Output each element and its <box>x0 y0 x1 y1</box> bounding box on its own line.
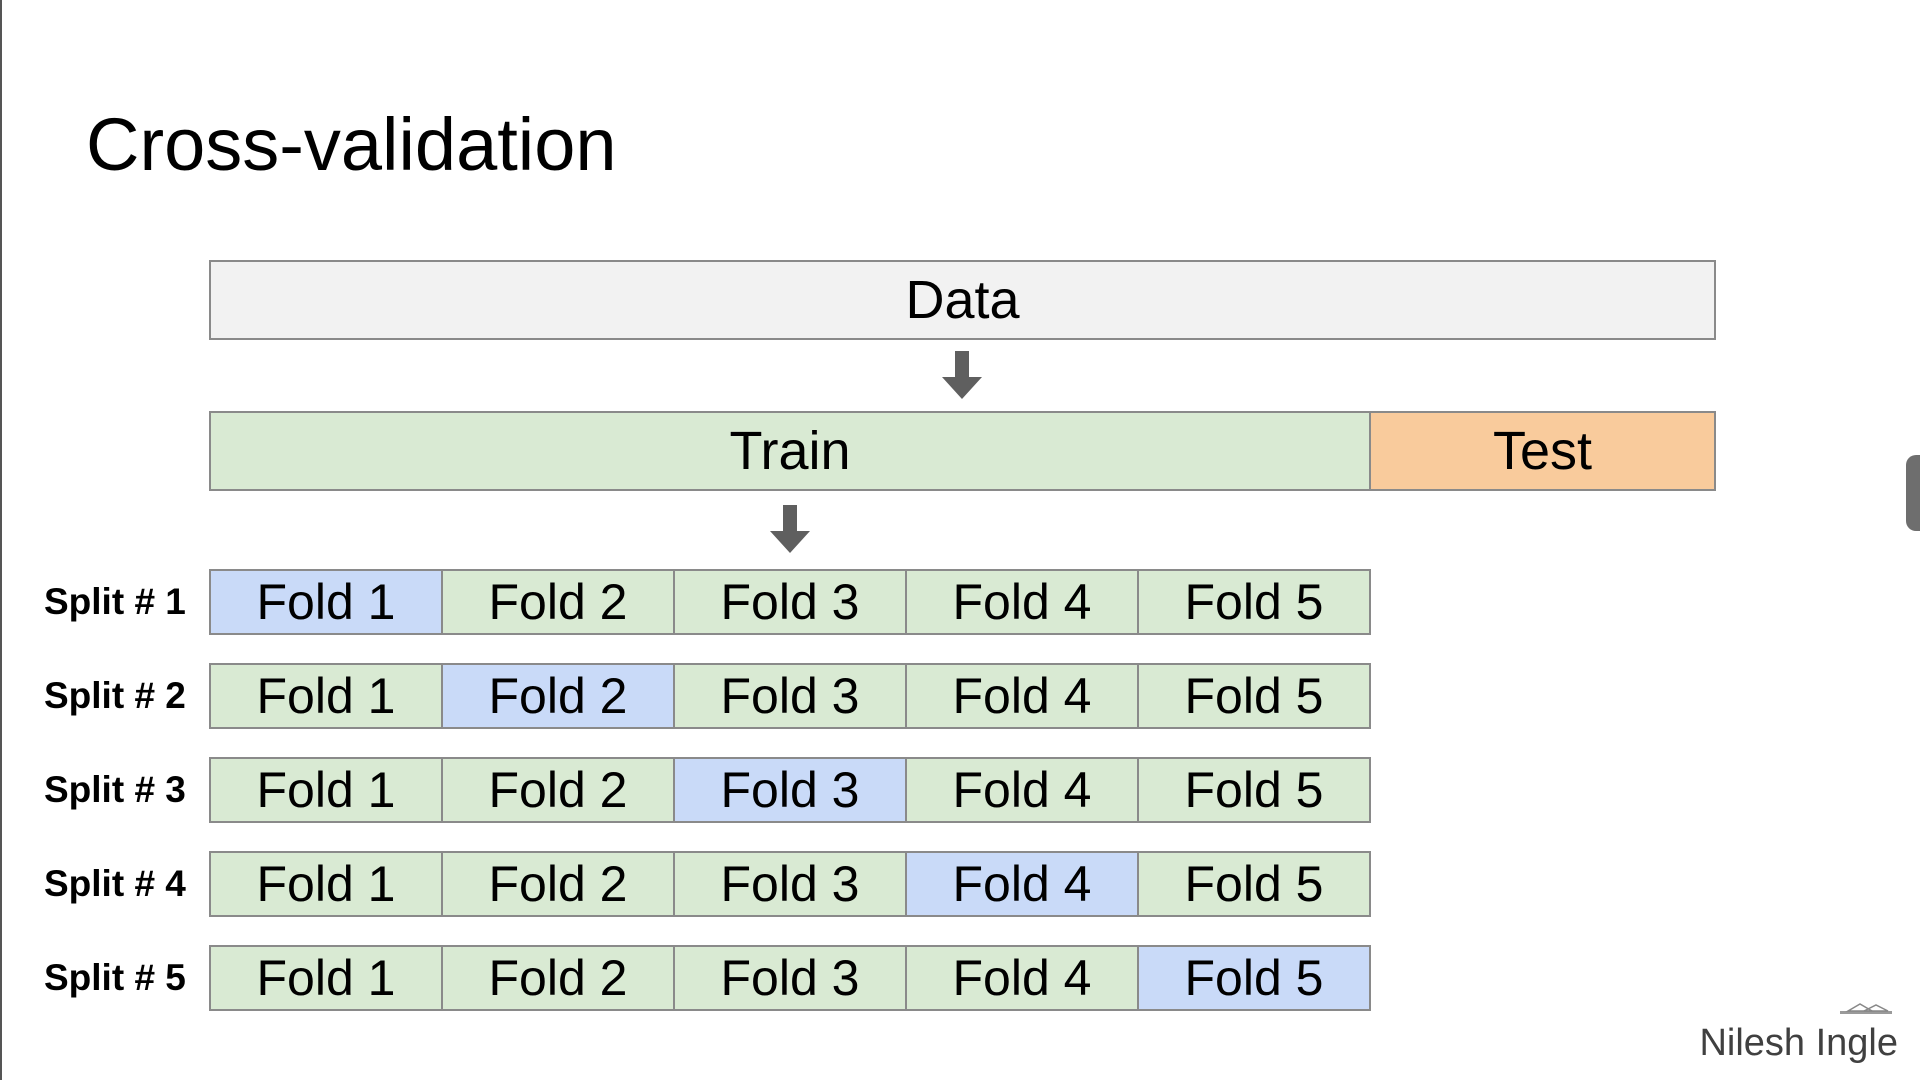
training-fold-cell: Fold 1 <box>209 945 443 1011</box>
validation-fold-cell: Fold 2 <box>441 663 675 729</box>
arrow-shape <box>770 505 810 553</box>
split-label: Split # 1 <box>44 581 186 622</box>
training-fold-cell: Fold 5 <box>1137 851 1371 917</box>
split-label: Split # 3 <box>44 769 186 810</box>
training-fold-cell: Fold 5 <box>1137 757 1371 823</box>
split-label: Split # 5 <box>44 957 186 998</box>
training-fold-cell: Fold 1 <box>209 851 443 917</box>
training-fold-cell: Fold 1 <box>209 663 443 729</box>
arrow-shape <box>942 351 982 399</box>
split-label: Split # 4 <box>44 863 186 904</box>
validation-fold-cell: Fold 4 <box>905 851 1139 917</box>
validation-fold-cell: Fold 1 <box>209 569 443 635</box>
training-fold-cell: Fold 2 <box>441 757 675 823</box>
training-fold-cell: Fold 4 <box>905 569 1139 635</box>
training-fold-cell: Fold 1 <box>209 757 443 823</box>
side-panel-handle[interactable] <box>1906 455 1920 531</box>
split-label: Split # 2 <box>44 675 186 716</box>
down-arrow-icon <box>770 505 810 553</box>
training-fold-cell: Fold 3 <box>673 945 907 1011</box>
training-fold-cell: Fold 4 <box>905 757 1139 823</box>
training-fold-cell: Fold 5 <box>1137 663 1371 729</box>
down-arrow-icon <box>942 351 982 399</box>
training-fold-cell: Fold 5 <box>1137 569 1371 635</box>
slide-title: Cross-validation <box>86 103 617 186</box>
author-watermark: Nilesh Ingle <box>1699 1022 1898 1064</box>
validation-fold-cell: Fold 5 <box>1137 945 1371 1011</box>
data-box: Data <box>209 260 1716 340</box>
training-fold-cell: Fold 4 <box>905 663 1139 729</box>
training-fold-cell: Fold 3 <box>673 663 907 729</box>
logo-icon <box>1840 1003 1892 1014</box>
training-fold-cell: Fold 2 <box>441 569 675 635</box>
training-fold-cell: Fold 2 <box>441 851 675 917</box>
validation-fold-cell: Fold 3 <box>673 757 907 823</box>
training-fold-cell: Fold 4 <box>905 945 1139 1011</box>
training-fold-cell: Fold 2 <box>441 945 675 1011</box>
train-box: Train <box>209 411 1371 491</box>
training-fold-cell: Fold 3 <box>673 851 907 917</box>
training-fold-cell: Fold 3 <box>673 569 907 635</box>
test-box: Test <box>1369 411 1716 491</box>
